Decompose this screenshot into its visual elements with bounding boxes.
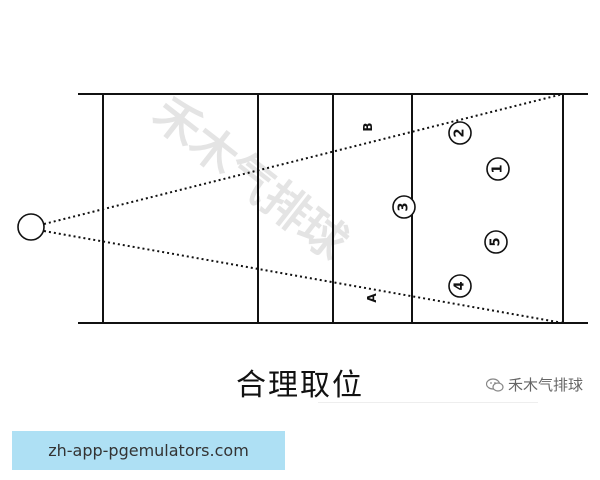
player-3-number: 3 [397, 202, 412, 211]
wechat-mark: 禾木气排球 [486, 374, 583, 395]
zone-label-a: A [365, 293, 379, 303]
watermark-text: 禾木气排球 [143, 86, 358, 271]
divider [318, 402, 538, 403]
player-5: 5 [484, 230, 508, 254]
source-banner: zh-app-pgemulators.com [12, 431, 285, 470]
player-5-number: 5 [489, 237, 504, 246]
wechat-account-name: 禾木气排球 [508, 376, 584, 394]
diagram-caption: 合理取位 [236, 368, 364, 403]
player-2: 2 [448, 121, 472, 145]
player-2-number: 2 [453, 128, 468, 137]
player-4: 4 [448, 274, 472, 298]
wechat-icon [486, 377, 504, 392]
player-1: 1 [486, 157, 510, 181]
source-banner-text: zh-app-pgemulators.com [48, 441, 249, 460]
watermark: 禾木气排球 [143, 86, 358, 271]
attack-line-upper [43, 93, 564, 225]
player-4-number: 4 [453, 281, 468, 290]
player-1-number: 1 [491, 164, 506, 173]
zone-label-b: B [361, 122, 375, 131]
ball [17, 213, 45, 241]
player-3: 3 [392, 195, 416, 219]
